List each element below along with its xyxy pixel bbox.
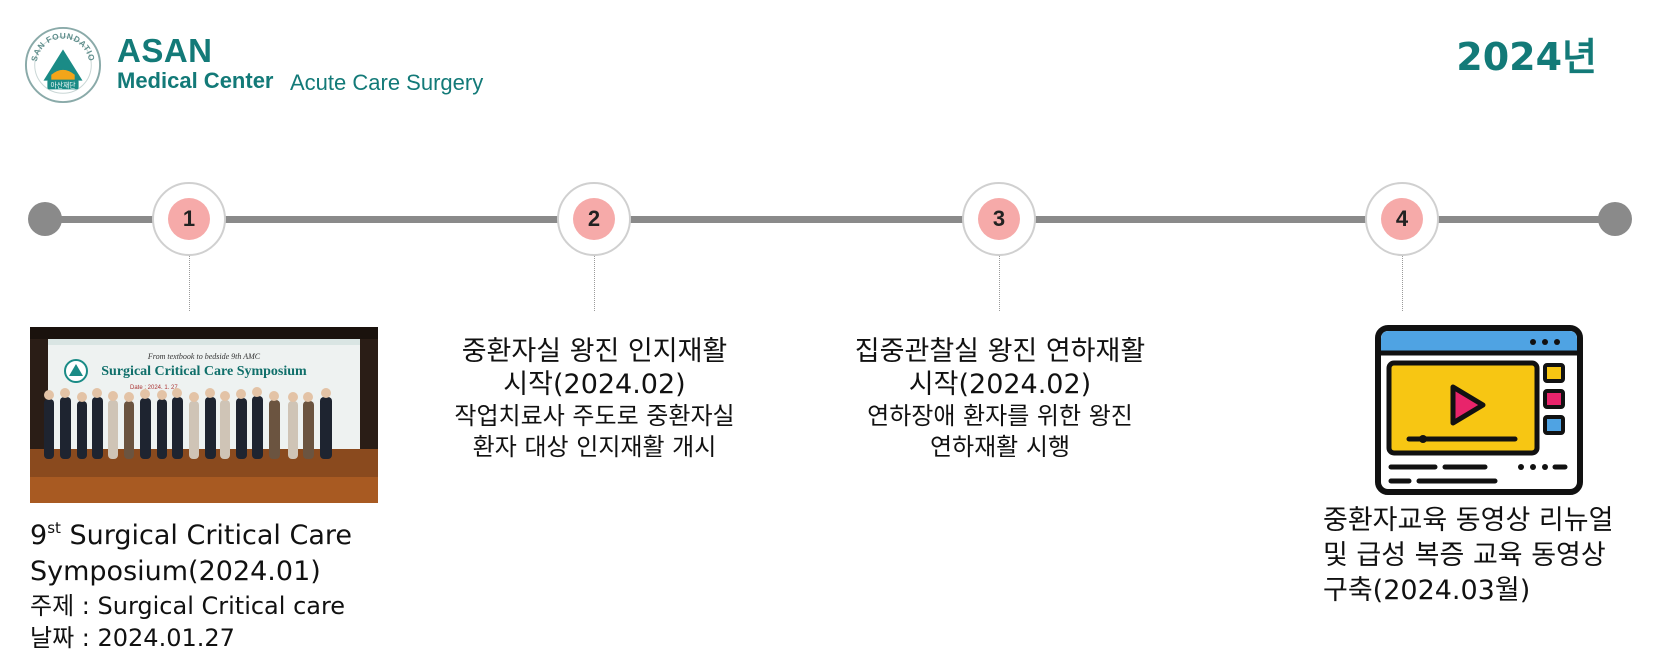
brand-name: ASAN	[117, 32, 213, 69]
symposium-number: 9	[30, 520, 48, 551]
item3-title-line1: 집중관찰실 왕진 연하재활	[854, 336, 1146, 367]
svg-text:아산재단: 아산재단	[50, 80, 76, 89]
item-education-video: 중환자교육 동영상 리뉴얼 및 급성 복증 교육 동영상 구축(2024.03월…	[1323, 503, 1613, 608]
svg-text:From textbook to bedside 9th: From textbook to bedside 9th AMC	[147, 352, 261, 361]
symposium-text: 9st Surgical Critical Care Symposium(202…	[30, 510, 352, 654]
connector-4	[1402, 256, 1403, 311]
item2-title-line2: 시작(2024.02)	[503, 369, 686, 400]
node-number-1: 1	[168, 198, 210, 240]
item4-line1: 중환자교육 동영상 리뉴얼	[1323, 505, 1614, 536]
item2-title-line1: 중환자실 왕진 인지재활	[461, 336, 728, 367]
connector-1	[189, 256, 190, 311]
timeline-node-3: 3	[962, 182, 1036, 256]
symposium-photo: From textbook to bedside 9th AMC Surgica…	[30, 327, 378, 503]
asan-foundation-logo: ASAN FOUNDATION 아산재단	[24, 26, 102, 104]
timeline-line	[45, 216, 1615, 223]
node-number-3: 3	[978, 198, 1020, 240]
item3-title-line2: 시작(2024.02)	[908, 369, 1092, 400]
timeline-end-dot	[1598, 202, 1632, 236]
item-swallowing-rehab: 집중관찰실 왕진 연하재활 시작(2024.02) 연하장애 환자를 위한 왕진…	[850, 335, 1150, 463]
symposium-title-rest: Surgical Critical Care	[60, 520, 352, 551]
symposium-topic: 주제 : Surgical Critical care	[30, 592, 346, 620]
item3-desc-line1: 연하장애 환자를 위한 왕진	[867, 402, 1133, 430]
brand-subtitle: Medical Center	[117, 68, 274, 93]
timeline-start-dot	[28, 202, 62, 236]
timeline-node-1: 1	[152, 182, 226, 256]
svg-text:Surgical Critical Care Symposi: Surgical Critical Care Symposium	[101, 364, 307, 379]
node-number-2: 2	[573, 198, 615, 240]
video-player-icon	[1375, 325, 1583, 495]
connector-2	[594, 256, 595, 311]
item3-desc-line2: 연하재활 시행	[929, 433, 1071, 461]
svg-text:Date : 2024. 1. 27: Date : 2024. 1. 27	[130, 385, 178, 391]
node-number-4: 4	[1381, 198, 1423, 240]
item2-desc-line1: 작업치료사 주도로 중환자실	[454, 402, 735, 430]
department-name: Acute Care Surgery	[290, 70, 484, 95]
timeline-node-2: 2	[557, 182, 631, 256]
symposium-ordinal: st	[47, 519, 61, 537]
item2-desc-line2: 환자 대상 인지재활 개시	[472, 433, 717, 461]
item4-line2: 및 급성 복증 교육 동영상	[1323, 540, 1606, 571]
symposium-title-line1: 9st Surgical Critical Care	[30, 510, 352, 554]
connector-3	[999, 256, 1000, 311]
timeline-node-4: 4	[1365, 182, 1439, 256]
item-cognitive-rehab: 중환자실 왕진 인지재활 시작(2024.02) 작업치료사 주도로 중환자실 …	[452, 335, 737, 463]
item4-line3: 구축(2024.03월)	[1323, 575, 1531, 606]
year-title: 2024년	[1456, 35, 1597, 79]
symposium-date: 날짜 : 2024.01.27	[30, 624, 235, 652]
symposium-title-line2: Symposium(2024.01)	[30, 556, 321, 587]
